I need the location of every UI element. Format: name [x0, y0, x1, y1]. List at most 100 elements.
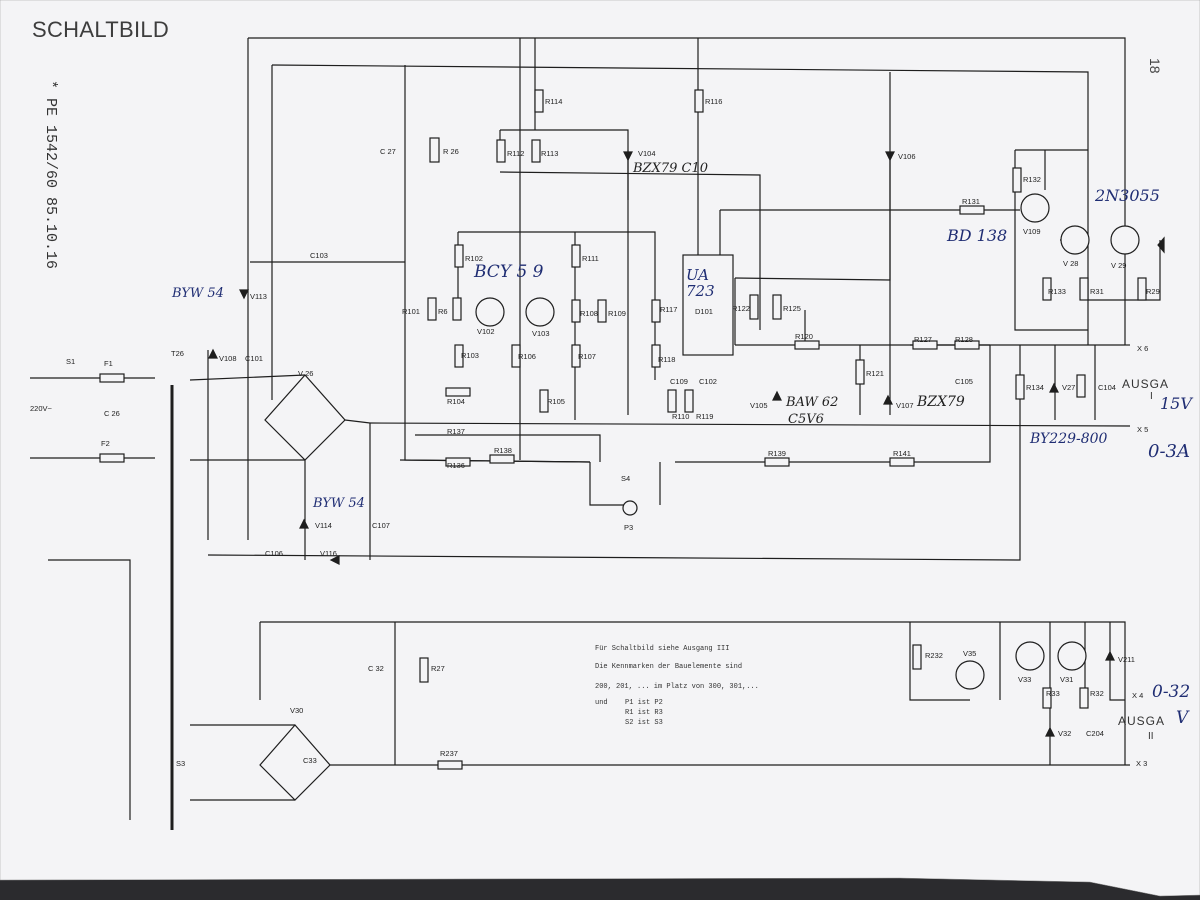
- handwritten-0-32: 0-32: [1152, 682, 1191, 702]
- label-r128: R128: [955, 335, 973, 344]
- note-line-4b: P1 ist P2: [625, 699, 663, 707]
- note-line-4a: und: [595, 699, 608, 707]
- handwritten-bcy59: BCY 5 9: [474, 262, 544, 282]
- label-s3: S3: [176, 759, 186, 768]
- output-2-number: II: [1148, 731, 1154, 742]
- handwritten-bzx79: BZX79: [917, 394, 965, 410]
- label-r101: R101: [402, 307, 420, 316]
- label-f1: F1: [104, 359, 113, 368]
- label-c101: C101: [245, 354, 263, 363]
- label-v109: V109: [1023, 227, 1041, 236]
- label-r32: R32: [1090, 689, 1104, 698]
- label-c104: C104: [1098, 383, 1116, 392]
- label-r105: R105: [547, 397, 565, 406]
- label-v105: V105: [750, 401, 768, 410]
- document-reference: * PE 1542/60 85.10.16: [42, 80, 59, 270]
- label-r102: R102: [465, 254, 483, 263]
- label-r133: R133: [1048, 287, 1066, 296]
- label-c107: C107: [372, 521, 390, 530]
- label-r114: R114: [545, 97, 563, 106]
- label-x4: X 4: [1132, 691, 1144, 700]
- label-c102: C102: [699, 377, 717, 386]
- note-line-5: R1 ist R3: [625, 709, 663, 717]
- handwritten-c5v6: C5V6: [788, 412, 824, 427]
- handwritten-2n3055: 2N3055: [1095, 186, 1160, 205]
- handwritten-bd138: BD 138: [947, 226, 1008, 245]
- label-r109: R109: [608, 309, 626, 318]
- label-v116: V116: [320, 549, 337, 558]
- label-r112: R112: [507, 149, 525, 158]
- label-r120: R120: [795, 332, 813, 341]
- label-v108: V108: [219, 354, 237, 363]
- label-v27: V27: [1062, 383, 1076, 392]
- label-v104: V104: [638, 149, 656, 158]
- label-220v: 220V~: [30, 404, 52, 413]
- label-r138: R138: [494, 446, 512, 455]
- label-r104: R104: [447, 397, 465, 406]
- label-c106: C106: [265, 549, 283, 558]
- handwritten-bzx79c10: BZX79 C10: [633, 161, 709, 176]
- label-v102: V102: [477, 327, 495, 336]
- label-d101: D101: [695, 307, 713, 316]
- output-1-number: I: [1150, 391, 1153, 402]
- handwritten-0-3a: 0-3A: [1148, 441, 1190, 462]
- label-r6: R6: [438, 307, 448, 316]
- label-r134: R134: [1026, 383, 1044, 392]
- label-t26: T26: [171, 349, 184, 358]
- label-r106: R106: [518, 352, 536, 361]
- label-r127: R127: [914, 335, 932, 344]
- label-r237: R237: [440, 749, 458, 758]
- label-v32: V32: [1058, 729, 1072, 738]
- label-v26: V 26: [298, 369, 314, 378]
- label-c109: C109: [670, 377, 688, 386]
- label-r116: R116: [705, 97, 723, 106]
- label-r118: R118: [658, 355, 676, 364]
- label-v106: V106: [898, 152, 916, 161]
- label-r117: R117: [660, 305, 678, 314]
- label-r131: R131: [962, 197, 980, 206]
- handwritten-v: V: [1176, 708, 1189, 728]
- label-r111: R111: [582, 254, 599, 263]
- label-c204: C204: [1086, 729, 1104, 738]
- label-v28: V 28: [1063, 259, 1079, 268]
- diagram-title: SCHALTBILD: [32, 17, 170, 42]
- label-r110: R110: [672, 412, 690, 421]
- label-c26: C 26: [104, 409, 120, 418]
- handwritten-15v: 15V: [1160, 394, 1192, 413]
- label-r26: R 26: [443, 147, 459, 156]
- note-line-2: Die Kennmarken der Bauelemente sind: [595, 663, 743, 671]
- label-r125: R125: [783, 304, 801, 313]
- output-2-label: AUSGA: [1118, 714, 1166, 728]
- label-c103: C103: [310, 251, 328, 260]
- circuit-components: [99, 89, 1165, 770]
- label-x5: X 5: [1137, 425, 1149, 434]
- label-r119: R119: [696, 412, 714, 421]
- label-r132: R132: [1023, 175, 1041, 184]
- label-r137: R137: [447, 427, 465, 436]
- label-v103: V103: [532, 329, 550, 338]
- output-1-label: AUSGA: [1122, 377, 1170, 391]
- label-p3: P3: [624, 523, 634, 532]
- label-r27: R27: [431, 664, 445, 673]
- label-r33: R33: [1046, 689, 1060, 698]
- label-c105: C105: [955, 377, 973, 386]
- label-r31: R31: [1090, 287, 1104, 296]
- label-v33: V33: [1018, 675, 1032, 684]
- note-line-3: 200, 201, ... im Platz von 300, 301,...: [595, 683, 759, 691]
- handwritten-byw54-top: BYW 54: [172, 286, 224, 301]
- label-r103: R103: [461, 351, 479, 360]
- label-r141: R141: [893, 449, 911, 458]
- handwritten-baw62: BAW 62: [786, 395, 839, 410]
- label-v211: V211: [1118, 655, 1135, 664]
- label-r29: R29: [1146, 287, 1160, 296]
- label-c32: C 32: [368, 664, 384, 673]
- label-r121: R121: [866, 369, 884, 378]
- label-f2: F2: [101, 439, 110, 448]
- label-x6: X 6: [1137, 344, 1149, 353]
- label-v31: V31: [1060, 675, 1074, 684]
- label-r136: R136: [447, 461, 465, 470]
- label-r139: R139: [768, 449, 786, 458]
- label-v114: V114: [315, 521, 332, 530]
- label-v107: V107: [896, 401, 914, 410]
